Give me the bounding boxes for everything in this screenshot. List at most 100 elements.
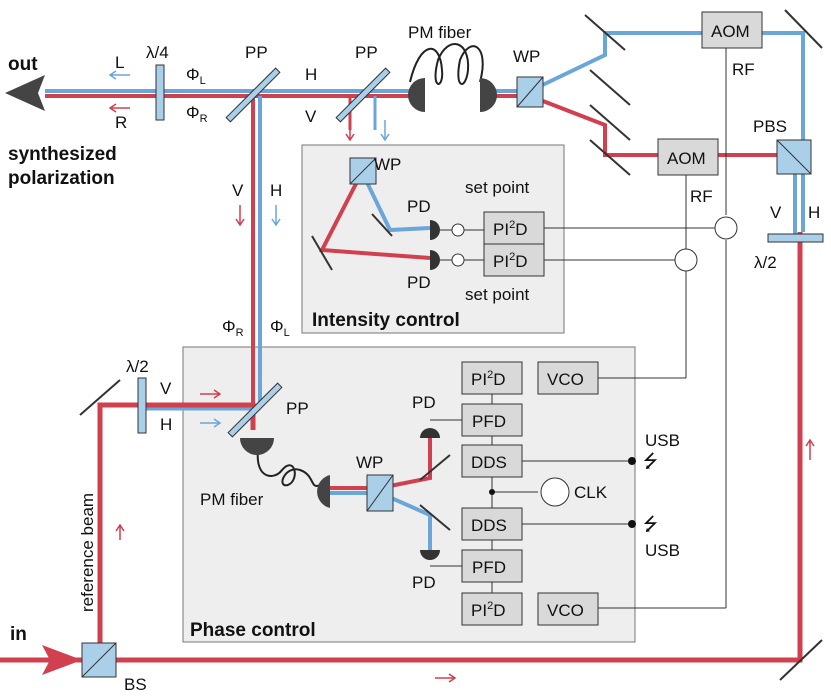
usb-node [628, 457, 636, 465]
usb-label-top: USB [645, 431, 680, 450]
half-waveplate-label-ref: λ/2 [126, 357, 149, 376]
out-label: out [8, 54, 38, 75]
electronics-boxes [461, 11, 763, 626]
pbs-label: PBS [753, 117, 787, 136]
pd-label-phase-bottom: PD [412, 573, 436, 592]
phi-R-label-top: ΦR [186, 103, 208, 125]
synthesized-label: synthesized [8, 144, 117, 165]
wp-cube-intensity [349, 157, 377, 185]
usb-node [628, 520, 636, 528]
pi2d-label: PI2D [493, 219, 527, 239]
in-arrow-icon [42, 645, 82, 675]
pp-label-1: PP [245, 43, 268, 62]
half-waveplate-pbs [767, 233, 824, 243]
vco-label-bottom: VCO [547, 601, 584, 620]
pp-mirror-3 [227, 382, 283, 438]
fiber-coupler-4 [317, 475, 330, 508]
phase-red-to-pd [379, 438, 432, 490]
phase-control-title: Phase control [190, 620, 316, 641]
R-label: R [115, 113, 127, 132]
subtractor-icon [451, 223, 465, 237]
bs-cube [81, 642, 117, 678]
pp-mirror-1 [225, 67, 281, 123]
phase-blue-to-pd [379, 491, 432, 550]
wp-label-intensity: WP [374, 155, 401, 174]
H-label-top: H [305, 65, 317, 84]
wp-label-phase: WP [356, 453, 383, 472]
subtractor-icon [451, 253, 465, 267]
mixer-icon [674, 248, 698, 272]
pd-intensity-bottom [430, 250, 440, 270]
pd-label-phase-top: PD [412, 393, 436, 412]
pp-mirror-2 [335, 67, 391, 123]
pp-label-3: PP [286, 399, 309, 418]
usb-icon: ⭍ [643, 514, 658, 534]
V-label-pbs: V [770, 203, 782, 222]
fiber-coupler-3 [240, 438, 274, 455]
H-label-vertical: H [270, 181, 282, 200]
pfd-label-bottom: PFD [472, 558, 506, 577]
pfd-label-top: PFD [472, 412, 506, 431]
pi2d-label: PI2D [471, 369, 505, 389]
wp-cube-phase [366, 474, 394, 512]
phi-R-label-bottom: ΦR [222, 317, 244, 339]
polarization-label: polarization [8, 168, 115, 189]
half-waveplate-label-pbs: λ/2 [754, 253, 777, 272]
usb-label-bottom: USB [645, 541, 680, 560]
mixer-icon [714, 216, 738, 240]
quarter-waveplate-label: λ/4 [146, 43, 169, 62]
direction-arrows [108, 70, 815, 683]
rf-label-bottom: RF [690, 187, 713, 206]
phi-L-label-top: ΦL [186, 65, 206, 87]
rf-label-top: RF [732, 60, 755, 79]
clk-node [489, 489, 495, 495]
aom-label-top: AOM [711, 22, 750, 41]
half-waveplate-ref [137, 377, 147, 434]
V-label-top: V [305, 107, 317, 126]
pd-phase-bottom [420, 550, 440, 560]
wp-label-top: WP [513, 47, 540, 66]
reference-beam-path [97, 402, 256, 662]
pm-fiber-label-top: PM fiber [408, 23, 472, 42]
reference-beam-label: reference beam [78, 493, 97, 612]
pm-fiber-label-bottom: PM fiber [200, 490, 264, 509]
pd-label-intensity-bottom: PD [407, 273, 431, 292]
V-label-vertical: V [232, 181, 244, 200]
pm-fiber-bottom [256, 449, 321, 487]
pbs-cube [776, 139, 812, 175]
intensity-blue-path [360, 171, 431, 233]
pd-intensity-top [430, 220, 440, 240]
set-point-label-top: set point [465, 178, 530, 197]
aom-label-bottom: AOM [667, 149, 706, 168]
clk-label: CLK [574, 483, 608, 502]
mirror-icon [79, 9, 823, 681]
phi-L-label-bottom: ΦL [270, 317, 290, 339]
pi2d-label: PI2D [471, 600, 505, 620]
fiber-coupler-1 [408, 78, 425, 112]
pd-label-intensity-top: PD [407, 197, 431, 216]
L-label: L [115, 53, 124, 72]
intensity-control-title: Intensity control [312, 310, 460, 331]
pm-fiber-top [409, 43, 484, 85]
in-label: in [10, 624, 27, 645]
pp-label-2: PP [355, 43, 378, 62]
dds-label-top: DDS [471, 453, 507, 472]
clock-source-icon [540, 477, 570, 507]
usb-icon: ⭍ [643, 451, 658, 471]
V-label-ref: V [160, 379, 172, 398]
H-label-pbs: H [808, 203, 820, 222]
dds-label-bottom: DDS [471, 516, 507, 535]
intensity-red-path [318, 171, 431, 260]
bs-label: BS [124, 675, 147, 694]
fiber-coupler-2 [480, 78, 497, 112]
wp-cube-top [516, 76, 544, 108]
pd-phase-top [420, 428, 440, 438]
H-label-ref: H [160, 415, 172, 434]
wiring [430, 48, 727, 609]
pi2d-label: PI2D [493, 251, 527, 271]
set-point-label-bottom: set point [465, 285, 530, 304]
vco-label-top: VCO [547, 370, 584, 389]
quarter-waveplate [155, 64, 165, 121]
out-arrow-icon [5, 75, 45, 111]
